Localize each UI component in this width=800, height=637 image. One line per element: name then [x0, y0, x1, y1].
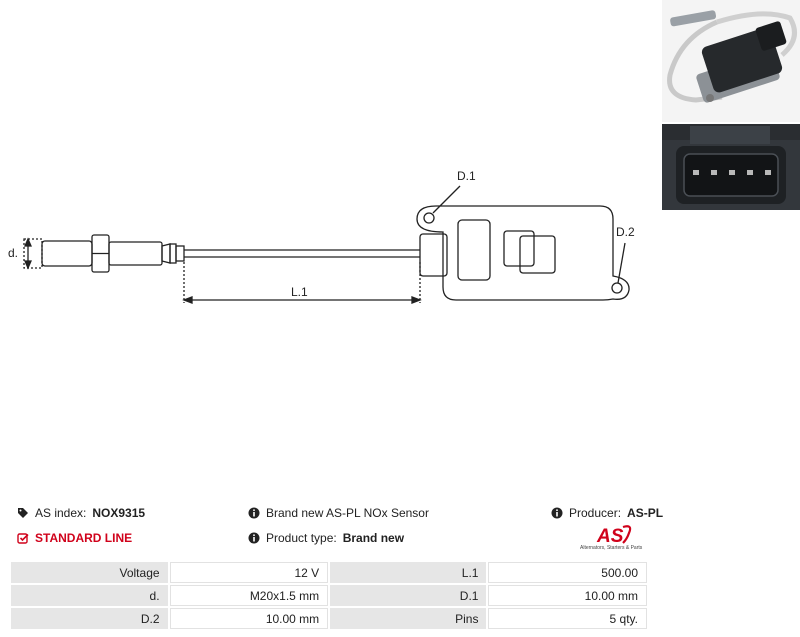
product-type-value: Brand new: [342, 531, 405, 545]
d2-leader: [617, 242, 626, 284]
spec-label: D.1: [330, 585, 487, 606]
producer-value: AS-PL: [627, 506, 664, 520]
probe-tip: [41, 240, 93, 267]
spec-value: 12 V: [169, 562, 329, 583]
tag-icon: [18, 508, 28, 518]
d1-leader: [432, 185, 461, 214]
spec-value: 5 qty.: [488, 608, 647, 629]
logo-mark: AS: [596, 526, 624, 547]
producer-label: Producer:: [569, 506, 622, 520]
description-row: Brand new AS-PL NOx Sensor: [248, 506, 429, 520]
connector-photo-image: [662, 124, 800, 210]
probe-body: [108, 241, 163, 266]
d-arrow-top: [24, 237, 32, 247]
as-index-row: AS index: NOX9315: [17, 506, 145, 520]
d1-label: D.1: [457, 169, 476, 183]
product-type-row: Product type: Brand new: [248, 531, 404, 545]
module-cable-entry: [419, 233, 448, 277]
info-icon: [248, 507, 260, 519]
info-icon: [248, 532, 260, 544]
producer-row: Producer: AS-PL: [551, 506, 663, 520]
technical-drawing: d. L.1 D.1 D.2: [8, 169, 635, 304]
spec-label: Voltage: [11, 562, 168, 583]
mount-hole-d1: [423, 212, 435, 224]
spec-label: D.2: [11, 608, 168, 629]
spec-label: L.1: [330, 562, 487, 583]
probe-ring-2: [175, 245, 185, 262]
description-text: Brand new AS-PL NOx Sensor: [266, 506, 429, 520]
spec-value: M20x1.5 mm: [169, 585, 329, 606]
sensor-photo[interactable]: [662, 0, 800, 122]
spec-value: 10.00 mm: [488, 585, 647, 606]
product-type-label: Product type:: [266, 531, 337, 545]
as-pl-logo[interactable]: AS: [585, 523, 650, 553]
l1-arrow-right: [411, 296, 422, 304]
as-index-label: AS index:: [35, 506, 87, 520]
connector-photo[interactable]: [662, 124, 800, 210]
module-window-left: [457, 219, 491, 281]
l1-label: L.1: [291, 285, 308, 299]
as-index-value: NOX9315: [92, 506, 146, 520]
logo-tagline: Alternators, Starters & Parts: [580, 545, 643, 551]
logo-swoosh: [622, 525, 632, 544]
spec-label: Pins: [330, 608, 487, 629]
spec-value: 10.00 mm: [169, 608, 329, 629]
d-label: d.: [8, 246, 18, 260]
standard-line-row: STANDARD LINE: [17, 531, 132, 545]
check-square-icon: [17, 533, 29, 544]
l1-arrow-left: [182, 296, 193, 304]
spec-label: d.: [11, 585, 168, 606]
control-module-housing: [416, 205, 630, 301]
mount-hole-d2: [611, 282, 623, 294]
spec-value: 500.00: [488, 562, 647, 583]
info-icon: [551, 507, 563, 519]
probe-ring-1: [169, 243, 177, 264]
connector-outer: [503, 230, 535, 267]
d-arrow-bottom: [24, 260, 32, 270]
standard-line-label: STANDARD LINE: [35, 531, 133, 545]
sensor-photo-image: [662, 0, 800, 122]
d2-label: D.2: [616, 225, 635, 239]
connector-inner: [519, 235, 556, 274]
probe-ferrule: [161, 243, 171, 264]
